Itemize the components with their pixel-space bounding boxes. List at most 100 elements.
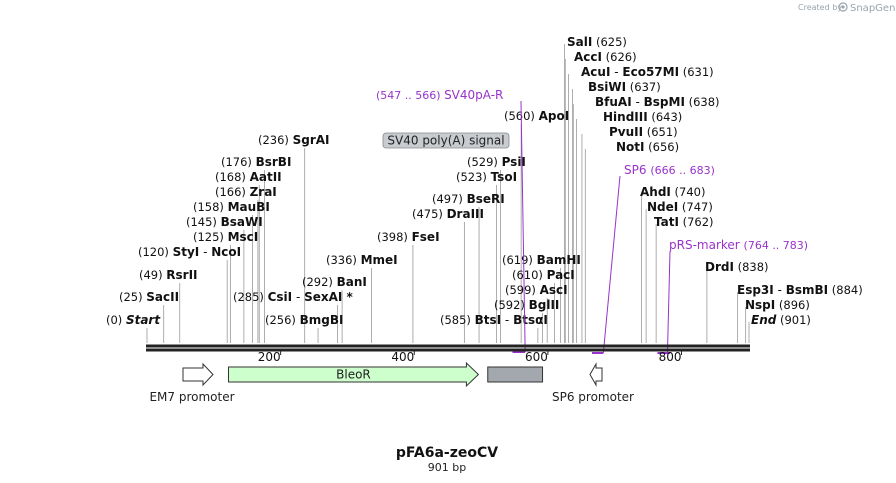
site-position: (523) <box>456 170 491 184</box>
site-apoi[interactable]: (560) ApoI <box>504 109 569 123</box>
site-position: (740) <box>671 185 706 199</box>
site-acci[interactable]: AccI (626) <box>574 50 637 64</box>
site-name: BtsI <box>475 313 502 327</box>
site-ahdi[interactable]: AhdI (740) <box>640 185 705 199</box>
site-label: (0) Start <box>106 313 161 327</box>
site-sgrai[interactable]: (236) SgrAI <box>258 133 330 147</box>
feature-sp6-promoter[interactable]: SP6 promoter <box>552 362 634 404</box>
site-hindiii[interactable]: HindIII (643) <box>603 110 682 124</box>
primer-prs-marker[interactable]: pRS-marker (764 .. 783) <box>657 238 808 354</box>
site-aatii[interactable]: (168) AatII <box>215 170 282 184</box>
snapgene-credit: Created by SnapGene <box>798 2 896 14</box>
site-bmgbi[interactable]: (256) BmgBI <box>265 313 343 327</box>
site-name: MscI <box>228 230 259 244</box>
site-ndei[interactable]: NdeI (747) <box>647 200 713 214</box>
site-fsei[interactable]: (398) FseI <box>377 230 440 244</box>
site-name: BsiWI <box>588 80 626 94</box>
site-msci[interactable]: (125) MscI <box>193 230 258 244</box>
feature-bleor[interactable]: BleoR <box>228 361 480 388</box>
site-zrai[interactable]: (166) ZraI <box>215 185 277 199</box>
tick-label: 200 <box>258 350 281 364</box>
site-bamhi[interactable]: (619) BamHI <box>502 253 581 267</box>
site-label: (236) SgrAI <box>258 133 330 147</box>
primer-sp6[interactable]: SP6 (666 .. 683) <box>591 163 715 354</box>
site-mmei[interactable]: (336) MmeI <box>326 253 398 267</box>
primer-label: SP6 (666 .. 683) <box>624 163 715 177</box>
site-label: (292) BanI <box>302 275 367 289</box>
site-label: (529) PsiI <box>467 155 526 169</box>
site-pair-name: BtsαI <box>513 313 548 327</box>
site-asci[interactable]: (599) AscI <box>505 283 568 297</box>
site-tati[interactable]: TatI (762) <box>654 215 714 229</box>
site-rsrii[interactable]: (49) RsrII <box>139 268 198 282</box>
site-paci[interactable]: (610) PacI <box>512 268 575 282</box>
site-pair-name: SexAI * <box>304 290 353 304</box>
site-position: (901) <box>776 313 811 327</box>
site-position: (145) <box>186 215 221 229</box>
feature-label: EM7 promoter <box>149 390 234 404</box>
site-nspi[interactable]: NspI (896) <box>745 298 810 312</box>
site-tsoi[interactable]: (523) TsoI <box>456 170 517 184</box>
feature-em7-promoter[interactable]: EM7 promoter <box>149 362 235 404</box>
site-bglii[interactable]: (592) BglII <box>494 298 559 312</box>
site-label: NotI (656) <box>616 140 679 154</box>
site-csii[interactable]: (285) CsiI - SexAI * <box>233 290 354 304</box>
site-pair-name: Eco57MI <box>622 65 679 79</box>
site-position: (747) <box>678 200 713 214</box>
site-acui[interactable]: AcuI - Eco57MI (631) <box>581 65 714 79</box>
site-position: (0) <box>106 313 126 327</box>
promoter-arrow <box>182 362 214 387</box>
site-label: (497) BseRI <box>432 192 505 206</box>
site-position: (631) <box>679 65 714 79</box>
site-separator: - <box>774 283 786 297</box>
site-position: (643) <box>648 110 683 124</box>
site-position: (256) <box>265 313 300 327</box>
site-position: (638) <box>685 95 720 109</box>
site-end[interactable]: End (901) <box>751 313 811 327</box>
primer-label: (547 .. 566) SV40pA-R <box>376 88 503 102</box>
site-name: SalI <box>567 35 592 49</box>
site-position: (236) <box>258 133 293 147</box>
site-btsi[interactable]: (585) BtsI - BtsαI <box>440 313 548 327</box>
site-label: (599) AscI <box>505 283 568 297</box>
site-label: (610) PacI <box>512 268 575 282</box>
backbone-top-strand <box>146 344 750 348</box>
site-position: (625) <box>592 35 627 49</box>
site-name: MauBI <box>228 200 270 214</box>
site-pvuii[interactable]: PvuII (651) <box>609 125 678 139</box>
primer-leader <box>520 100 526 353</box>
site-position: (762) <box>679 215 714 229</box>
site-sacii[interactable]: (25) SacII <box>119 290 179 304</box>
site-position: (398) <box>377 230 412 244</box>
site-start[interactable]: (0) Start <box>106 313 161 327</box>
site-name: DrdI <box>705 260 734 274</box>
site-name: SacII <box>146 290 179 304</box>
site-position: (168) <box>215 170 250 184</box>
primer-sv40pa-r[interactable]: (547 .. 566) SV40pA-R <box>376 88 526 353</box>
site-name: Esp3I <box>737 283 774 297</box>
site-bani[interactable]: (292) BanI <box>302 275 367 289</box>
site-name: AhdI <box>640 185 671 199</box>
site-name: Start <box>126 313 161 327</box>
site-psii[interactable]: (529) PsiI <box>467 155 526 169</box>
primer-range: (764 .. 783) <box>744 239 809 252</box>
feature-sv40-poly-a-signal[interactable]: SV40 poly(A) signal <box>382 132 544 383</box>
site-bsrbi[interactable]: (176) BsrBI <box>221 155 291 169</box>
credit-brand: SnapGene <box>850 3 896 14</box>
site-sali[interactable]: SalI (625) <box>567 35 627 49</box>
site-noti[interactable]: NotI (656) <box>616 140 679 154</box>
site-name: TsoI <box>491 170 517 184</box>
site-draiii[interactable]: (475) DraIII <box>412 207 484 221</box>
site-drdi[interactable]: DrdI (838) <box>705 260 769 274</box>
site-esp3i[interactable]: Esp3I - BsmBI (884) <box>737 283 863 297</box>
primer-label: pRS-marker (764 .. 783) <box>669 238 808 252</box>
site-bseri[interactable]: (497) BseRI <box>432 192 505 206</box>
site-bfuai[interactable]: BfuAI - BspMI (638) <box>595 95 720 109</box>
site-maubi[interactable]: (158) MauBI <box>193 200 270 214</box>
site-bsawi[interactable]: (145) BsaWI <box>186 215 263 229</box>
site-position: (125) <box>193 230 228 244</box>
tick-label: 600 <box>525 350 548 364</box>
site-styi[interactable]: (120) StyI - NcoI <box>138 245 241 259</box>
site-bsiwi[interactable]: BsiWI (637) <box>588 80 661 94</box>
